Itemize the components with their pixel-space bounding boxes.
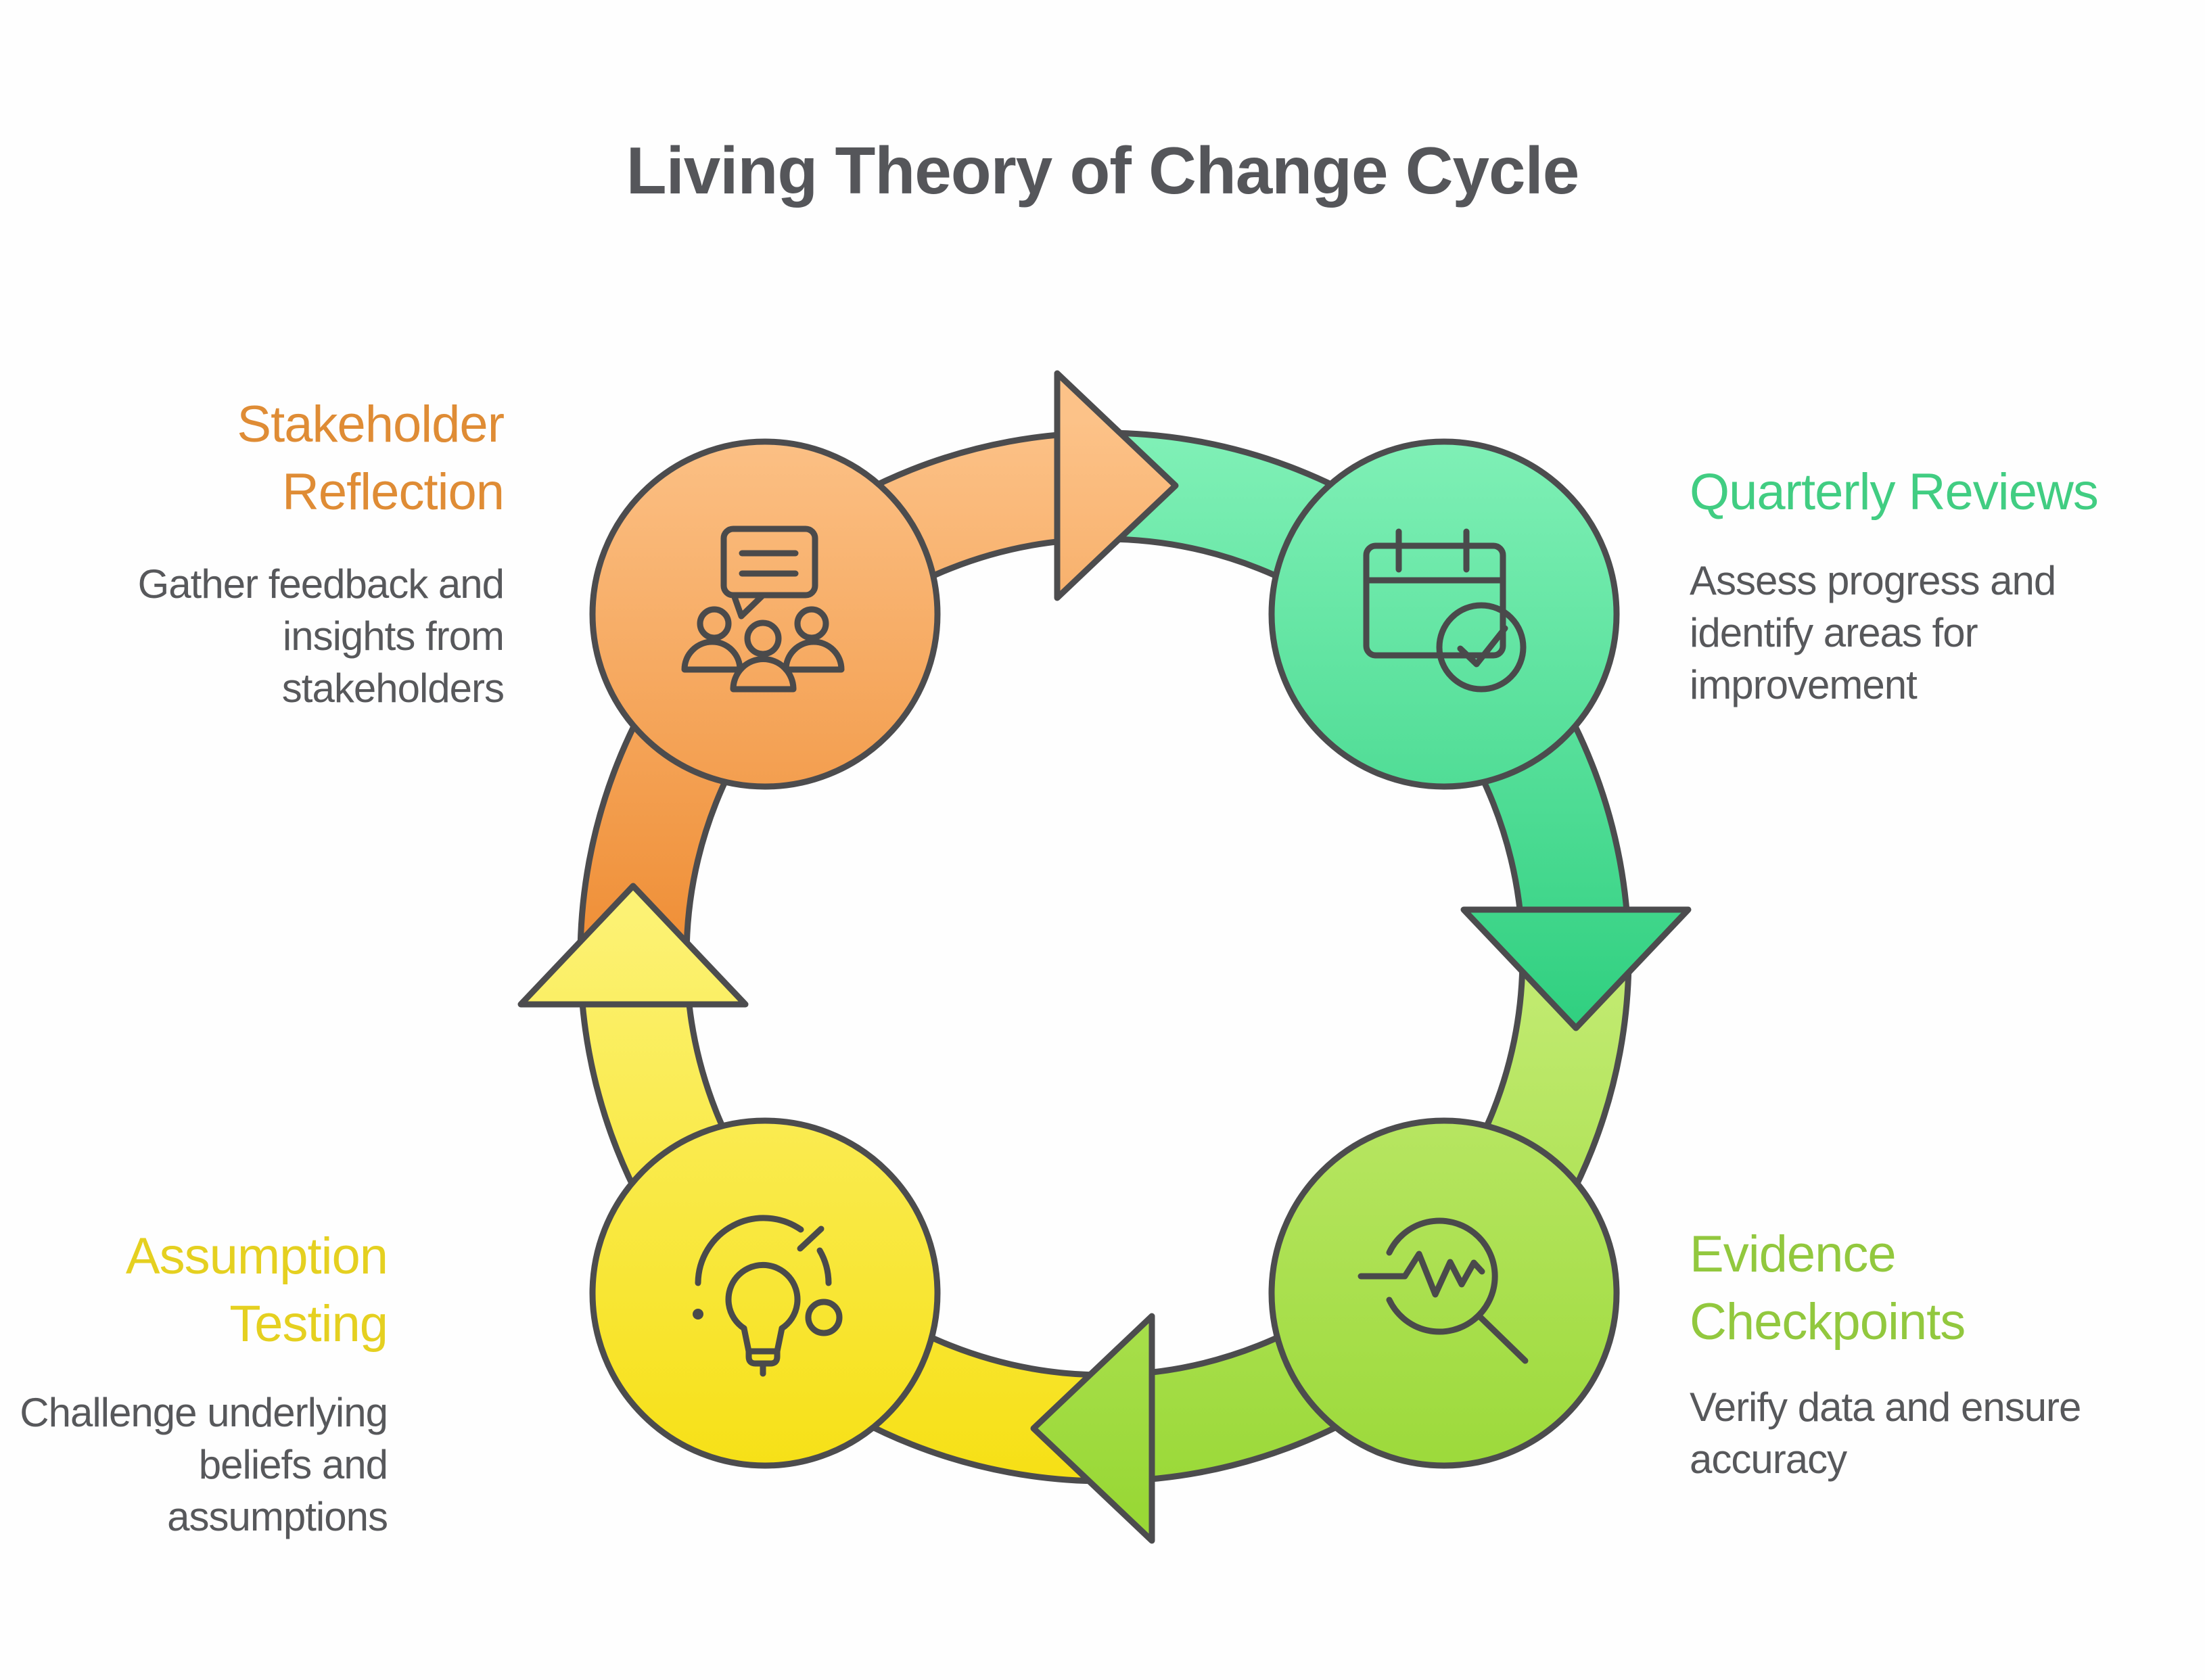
desc-line: accuracy [1690, 1437, 1847, 1482]
node-desc-evidence-checkpoints: Verify data and ensure accuracy [1690, 1381, 2163, 1485]
label-line: Evidence [1690, 1226, 1897, 1283]
desc-line: identify areas for [1690, 610, 1978, 655]
node-circle-evidence-checkpoints [1268, 1117, 1620, 1469]
label-line: Testing [229, 1295, 388, 1353]
node-desc-quarterly-reviews: Assess progress and identify areas for i… [1690, 555, 2163, 711]
label-line: Checkpoints [1690, 1293, 1966, 1351]
calendar-check-icon [1363, 528, 1527, 693]
discussion-icon [681, 526, 845, 693]
page-title: Living Theory of Change Cycle [626, 133, 1580, 208]
desc-line: improvement [1690, 662, 1918, 707]
desc-line: insights from [282, 613, 505, 659]
node-desc-stakeholder-reflection: Gather feedback and insights from stakeh… [98, 558, 505, 714]
desc-line: Gather feedback and [137, 561, 505, 607]
node-circle-stakeholder-reflection [589, 438, 941, 790]
magnifier-pulse-icon [1357, 1217, 1529, 1364]
node-label-assumption-testing: Assumption Testing [0, 1223, 388, 1358]
desc-line: Verify data and ensure [1690, 1384, 2081, 1430]
arrow-up-icon [517, 883, 749, 1008]
label-line: Reflection [282, 463, 505, 521]
arrow-right-icon [1054, 370, 1179, 601]
node-circle-assumption-testing [589, 1117, 941, 1469]
desc-line: Challenge underlying [20, 1390, 388, 1435]
desc-line: beliefs and assumptions [167, 1442, 388, 1539]
node-circle-quarterly-reviews [1268, 438, 1620, 790]
node-label-quarterly-reviews: Quarterly Reviews [1690, 459, 2163, 526]
arrow-left-icon [1030, 1313, 1155, 1544]
arrow-down-icon [1460, 906, 1692, 1031]
label-line: Assumption [125, 1228, 388, 1285]
node-label-evidence-checkpoints: Evidence Checkpoints [1690, 1221, 2163, 1356]
node-desc-assumption-testing: Challenge underlying beliefs and assumpt… [0, 1386, 388, 1543]
lightbulb-gauge-icon [693, 1215, 843, 1377]
node-label-stakeholder-reflection: Stakeholder Reflection [98, 391, 505, 526]
desc-line: Assess progress and [1690, 558, 2056, 603]
desc-line: stakeholders [281, 666, 505, 711]
label-line: Stakeholder [237, 396, 505, 453]
label-line: Quarterly Reviews [1690, 463, 2099, 521]
